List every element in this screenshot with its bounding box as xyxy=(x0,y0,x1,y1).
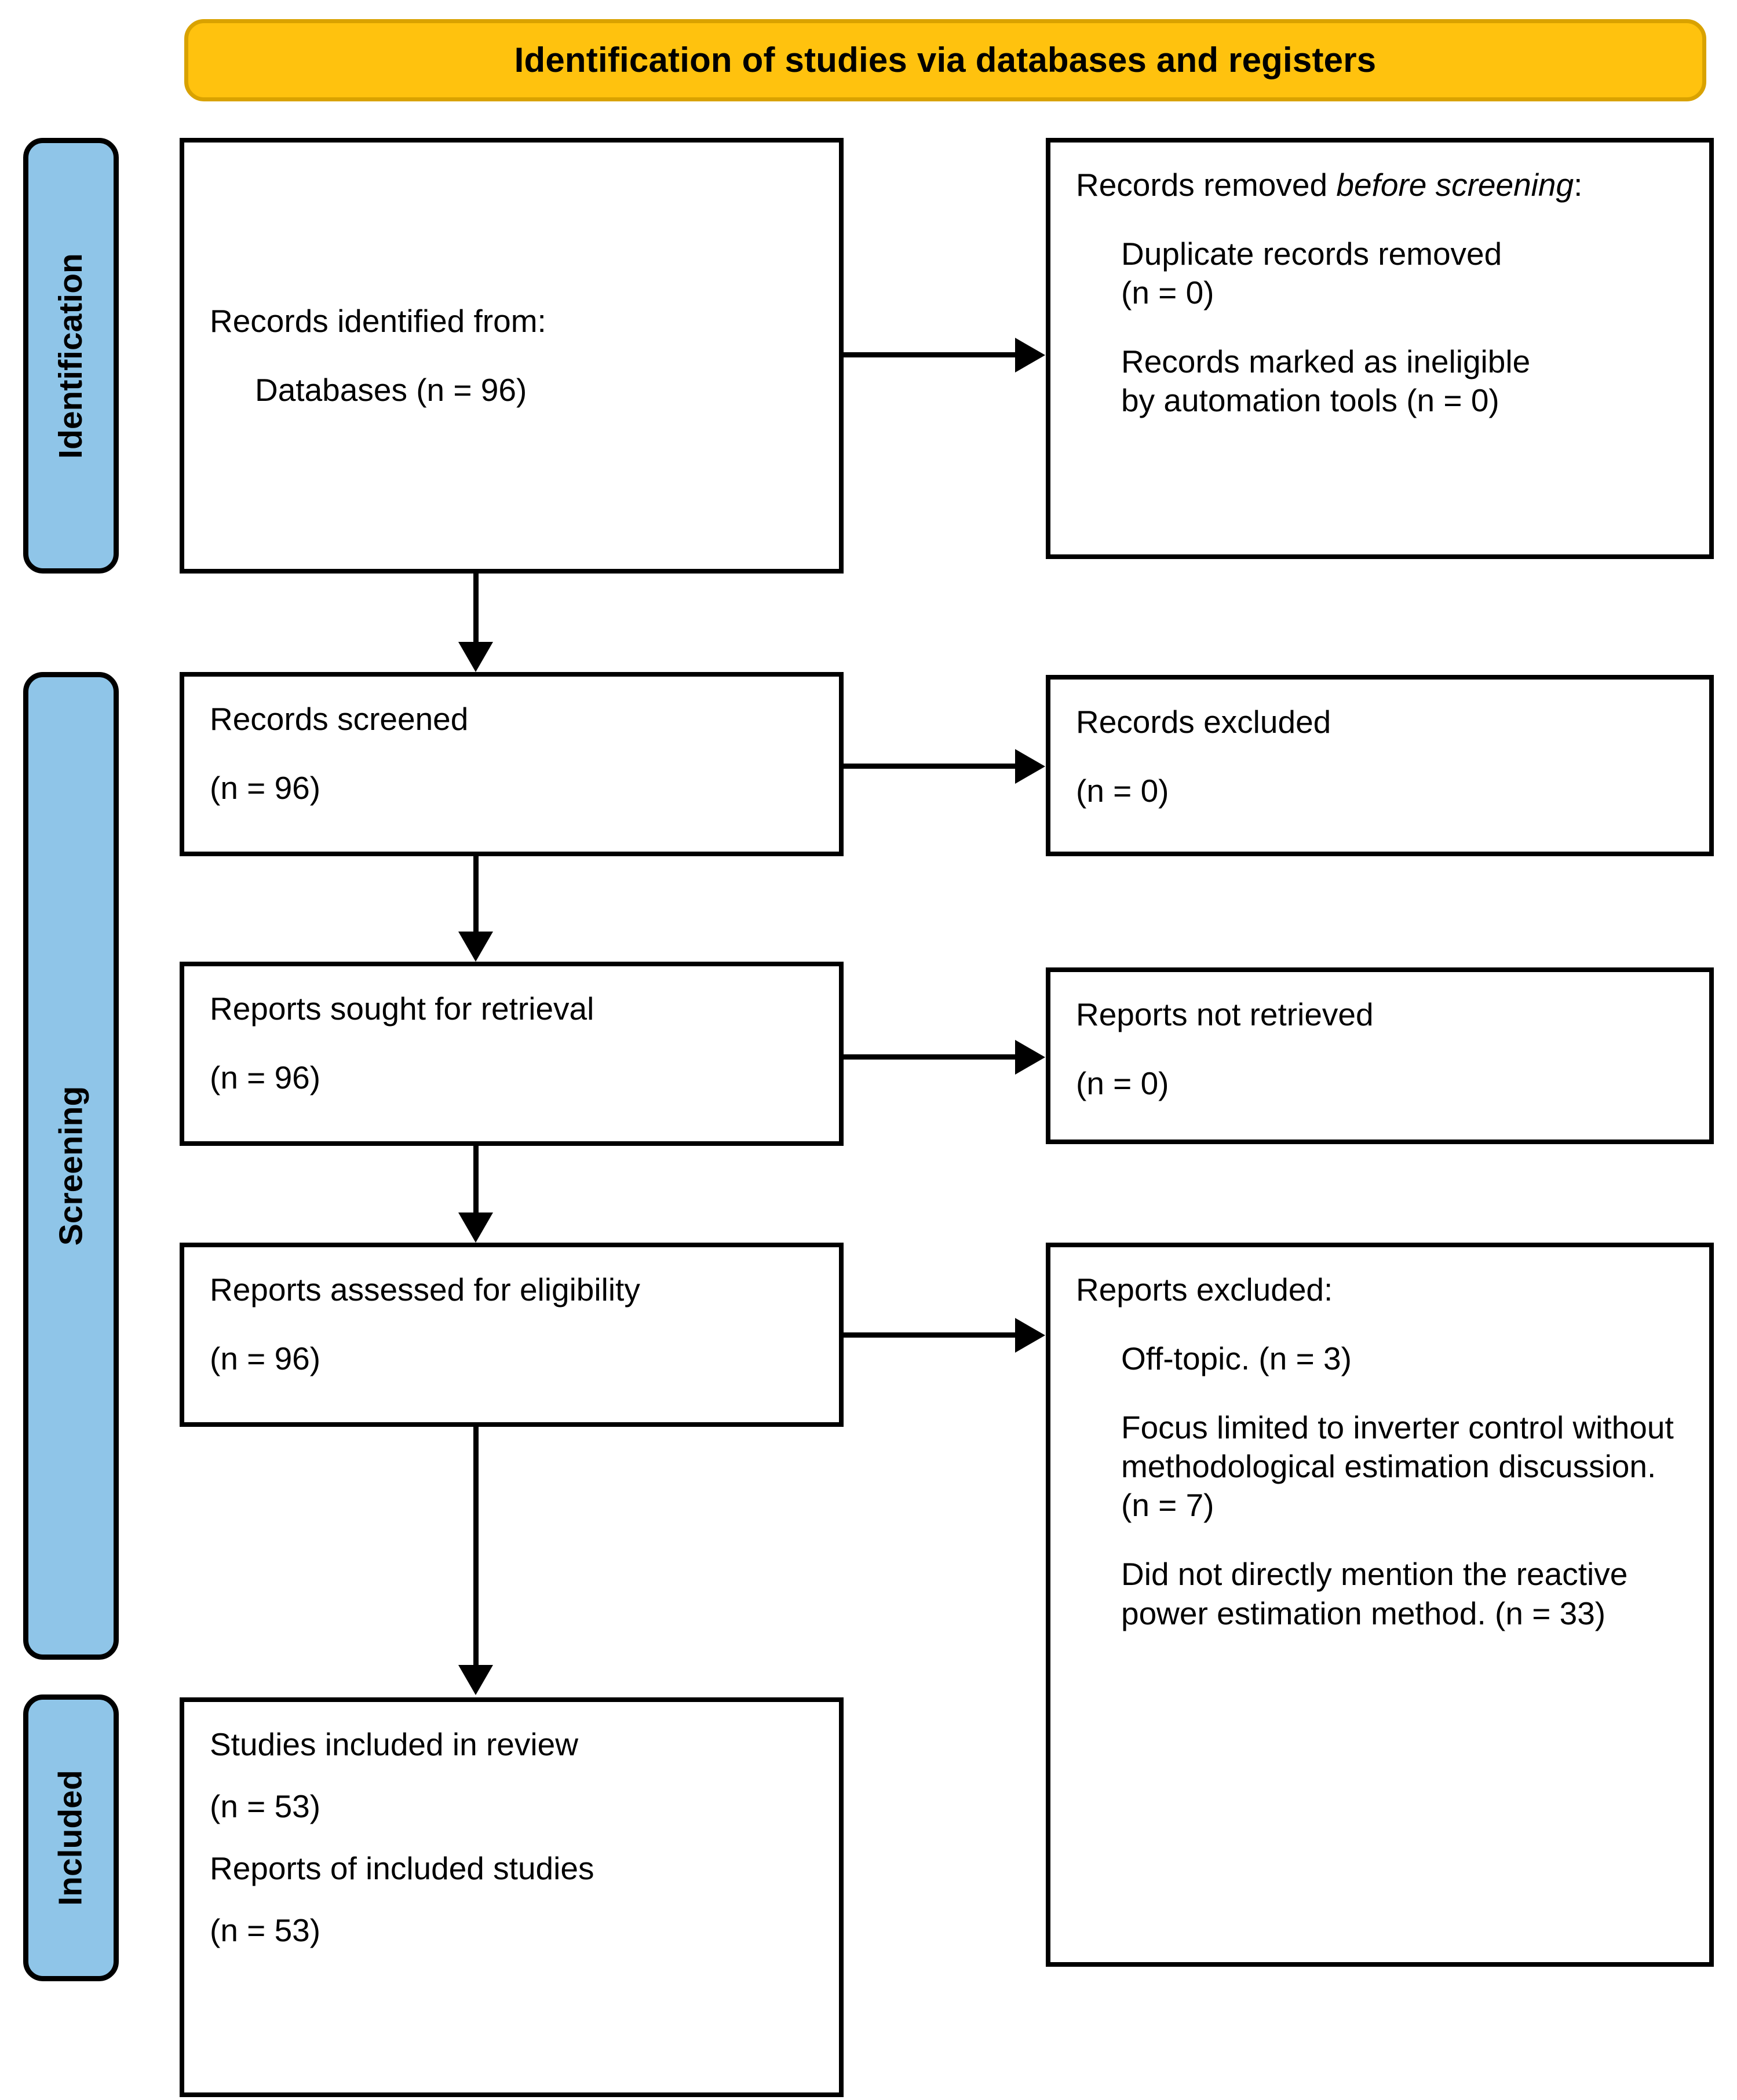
connector-sought-to-assessed xyxy=(473,1146,479,1215)
connector-sought-to-not-retrieved xyxy=(844,1054,1017,1060)
arrowhead-screened-to-excluded xyxy=(1015,749,1045,784)
duplicate-records-removed: Duplicate records removed(n = 0) xyxy=(1121,235,1684,312)
box-studies-included: Studies included in review (n = 53) Repo… xyxy=(180,1697,844,2097)
studies-included-label: Studies included in review xyxy=(210,1726,578,1762)
records-removed-heading-pre: Records removed xyxy=(1076,167,1337,203)
box-reports-assessed: Reports assessed for eligibility (n = 96… xyxy=(180,1243,844,1427)
records-removed-heading-post: : xyxy=(1574,167,1583,203)
reports-excluded-heading: Reports excluded: xyxy=(1076,1272,1333,1308)
arrowhead-identified-to-removed xyxy=(1015,338,1045,372)
arrowhead-screened-to-sought xyxy=(458,932,493,962)
reports-included-label: Reports of included studies xyxy=(210,1850,594,1887)
reports-sought-count: (n = 96) xyxy=(210,1060,321,1096)
box-records-removed-before-screening: Records removed before screening: Duplic… xyxy=(1046,138,1714,559)
records-excluded-label: Records excluded xyxy=(1076,704,1331,740)
box-reports-excluded: Reports excluded: Off-topic. (n = 3) Foc… xyxy=(1046,1243,1714,1967)
records-marked-ineligible-label: Records marked as ineligible xyxy=(1121,344,1531,380)
connector-assessed-to-reports-excluded xyxy=(844,1332,1017,1338)
records-removed-heading: Records removed before screening: xyxy=(1076,166,1684,204)
diagram-title: Identification of studies via databases … xyxy=(514,41,1377,79)
records-marked-ineligible-count: by automation tools (n = 0) xyxy=(1121,382,1499,419)
reports-included-count: (n = 53) xyxy=(210,1912,321,1949)
box-reports-sought: Reports sought for retrieval (n = 96) xyxy=(180,962,844,1146)
box-reports-not-retrieved: Reports not retrieved (n = 0) xyxy=(1046,967,1714,1144)
arrowhead-sought-to-not-retrieved xyxy=(1015,1040,1045,1075)
studies-included-count: (n = 53) xyxy=(210,1788,321,1825)
reports-not-retrieved-count: (n = 0) xyxy=(1076,1065,1169,1102)
connector-identified-to-screened xyxy=(473,574,479,644)
box-records-screened: Records screened (n = 96) xyxy=(180,672,844,856)
arrowhead-sought-to-assessed xyxy=(458,1212,493,1243)
records-identified-databases: Databases (n = 96) xyxy=(255,372,527,408)
arrowhead-identified-to-screened xyxy=(458,642,493,672)
box-records-identified: Records identified from: Databases (n = … xyxy=(180,138,844,574)
records-excluded-count: (n = 0) xyxy=(1076,773,1169,809)
reports-assessed-count: (n = 96) xyxy=(210,1341,321,1377)
records-removed-heading-emphasis: before screening xyxy=(1336,167,1574,203)
reports-sought-label: Reports sought for retrieval xyxy=(210,991,594,1027)
reports-assessed-label: Reports assessed for eligibility xyxy=(210,1272,640,1308)
duplicate-records-removed-count: (n = 0) xyxy=(1121,275,1214,311)
arrowhead-assessed-to-included xyxy=(458,1665,493,1695)
connector-screened-to-excluded xyxy=(844,764,1017,769)
records-screened-label: Records screened xyxy=(210,701,469,737)
reports-excluded-reason-inverter-control: Focus limited to inverter control withou… xyxy=(1121,1409,1674,1524)
stage-label-identification: Identification xyxy=(52,253,90,459)
stage-rail-identification: Identification xyxy=(23,138,119,574)
connector-identified-to-removed xyxy=(844,352,1017,357)
arrowhead-assessed-to-reports-excluded xyxy=(1015,1318,1045,1353)
records-identified-heading: Records identified from: xyxy=(210,302,546,339)
duplicate-records-removed-label: Duplicate records removed xyxy=(1121,236,1502,272)
stage-label-screening: Screening xyxy=(52,1086,89,1246)
diagram-header-banner: Identification of studies via databases … xyxy=(184,19,1706,101)
stage-label-included: Included xyxy=(52,1770,90,1906)
reports-excluded-reason-reactive-power: Did not directly mention the reactive po… xyxy=(1121,1556,1628,1631)
records-screened-count: (n = 96) xyxy=(210,770,321,806)
reports-not-retrieved-label: Reports not retrieved xyxy=(1076,996,1374,1032)
reports-excluded-reason-off-topic: Off-topic. (n = 3) xyxy=(1121,1341,1352,1377)
stage-rail-included: Included xyxy=(23,1694,119,1981)
connector-screened-to-sought xyxy=(473,856,479,934)
connector-assessed-to-included xyxy=(473,1425,479,1667)
box-records-excluded: Records excluded (n = 0) xyxy=(1046,675,1714,856)
stage-rail-screening: Screening xyxy=(23,672,119,1660)
